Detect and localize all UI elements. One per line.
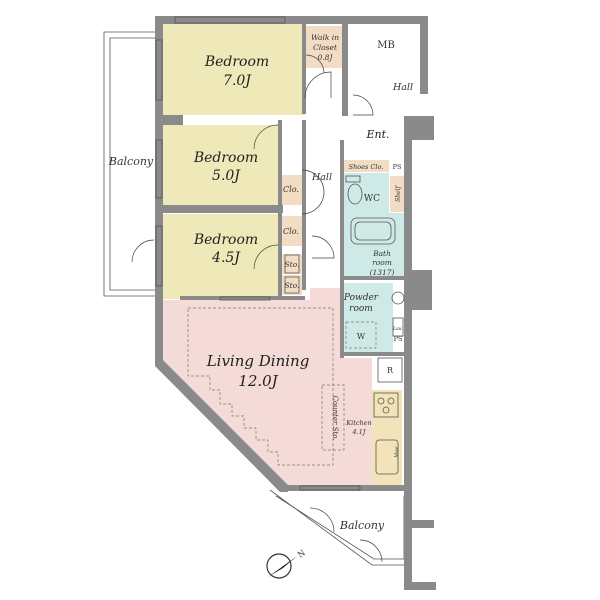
- shoes-closet-label: Shoes Clo.: [349, 163, 384, 171]
- compass-needle-icon: [268, 556, 297, 577]
- kitchen-line2: 4.1J: [352, 428, 366, 436]
- washer-label: W: [357, 332, 366, 341]
- powder-room-line1: Powder: [343, 293, 379, 303]
- storage-1-label: Sto.: [285, 260, 300, 269]
- bedroom-3-size: 4.5J: [211, 250, 241, 266]
- hall-inner-label: Hall: [311, 172, 332, 183]
- powder-room-line2: room: [349, 304, 373, 314]
- bedroom-1-name: Bedroom: [204, 54, 269, 70]
- storage-1-floor: [280, 254, 302, 274]
- walkin-closet-size: 0.8J: [318, 53, 334, 62]
- shelf-floor: [390, 176, 404, 212]
- ps-upper-label: PS: [393, 163, 402, 171]
- laundry-label: Lau.: [392, 326, 404, 332]
- bedroom-3-name: Bedroom: [193, 232, 258, 248]
- living-dining-floor: [163, 288, 372, 485]
- counter-storage-label: Counter Sto.: [331, 395, 339, 440]
- closet-2-label: Clo.: [283, 227, 299, 236]
- counter-storage-outline: [321, 384, 345, 451]
- kitchen-line1: Kitchen: [345, 419, 371, 427]
- hall-upper-label: Hall: [392, 82, 413, 93]
- bedroom-1-floor: [163, 24, 305, 115]
- walkin-closet-line2: Closet: [313, 43, 338, 52]
- compass: N: [266, 548, 307, 579]
- storage-2-floor: [280, 275, 302, 295]
- refrigerator-label: R: [387, 366, 394, 375]
- wc-label: WC: [364, 194, 380, 204]
- shelf-label: Shelf: [395, 184, 402, 201]
- kitchen-counter-floor: [372, 390, 402, 485]
- powder-room-floor: [343, 283, 393, 353]
- bedroom-3-floor: [163, 214, 278, 299]
- mb-label: MB: [377, 40, 395, 51]
- entrance-label: Ent.: [365, 128, 389, 141]
- ps-lower-label: PS: [394, 335, 403, 343]
- walkin-closet-floor: [306, 26, 346, 68]
- door-swings: [131, 54, 383, 563]
- walls: [155, 16, 436, 590]
- bedroom-2-floor: [163, 125, 278, 207]
- living-dining-size: 12.0J: [238, 372, 278, 390]
- microwave-label: Mwe: [394, 446, 400, 458]
- living-dining-name: Living Dining: [206, 352, 310, 370]
- bedroom-2-size: 5.0J: [212, 168, 241, 184]
- windows: [155, 16, 361, 491]
- shoes-closet-floor: [343, 160, 389, 172]
- closet-2-floor: [280, 216, 302, 246]
- storage-2-label: Sto.: [285, 281, 300, 290]
- bathroom-line2: room: [372, 258, 392, 267]
- bedroom-2-name: Bedroom: [193, 150, 258, 166]
- closet-1-label: Clo.: [283, 185, 299, 194]
- compass-ring-icon: [266, 553, 292, 579]
- closet-1-floor: [280, 175, 302, 205]
- living-ceiling-outline: [187, 307, 334, 466]
- balcony-bottom-label: Balcony: [339, 519, 385, 532]
- bedroom-1-size: 7.0J: [223, 73, 252, 89]
- wc-floor: [343, 173, 389, 213]
- bathroom-line3: (1317): [370, 268, 395, 277]
- compass-label: N: [296, 548, 307, 559]
- balcony-side-area: [103, 31, 155, 297]
- bathroom-line1: Bath: [372, 249, 391, 258]
- walkin-closet-line1: Walk in: [311, 33, 339, 42]
- balcony-side-label: Balcony: [108, 155, 154, 168]
- fixtures: [284, 175, 405, 475]
